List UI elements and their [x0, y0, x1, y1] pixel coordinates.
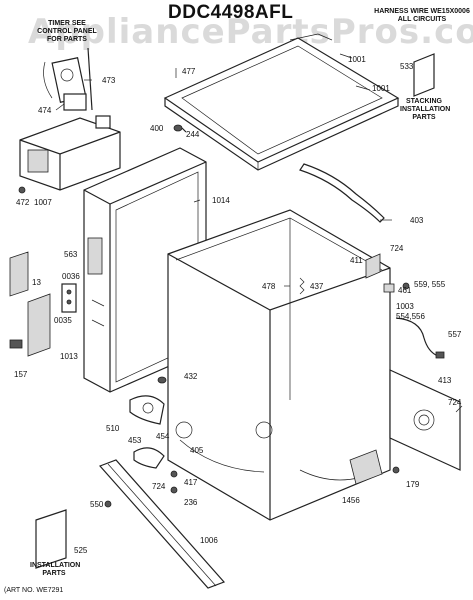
label-563: 563	[64, 250, 78, 259]
label-13: 13	[32, 278, 41, 287]
trim-strip	[299, 163, 385, 223]
installation-note: INSTALLATION PARTS	[30, 562, 81, 577]
watermark: AppliancePartsPros.com	[28, 12, 473, 52]
label-554: 554,556	[396, 312, 425, 321]
bracket-453	[133, 447, 165, 469]
label-525: 525	[74, 546, 88, 555]
label-437: 437	[310, 282, 324, 291]
label-559: 559, 555	[414, 280, 446, 289]
stacking-note: STACKING INSTALLATION PARTS	[400, 98, 451, 121]
label-413: 413	[438, 376, 452, 385]
terminal-block	[383, 282, 410, 293]
label-1007: 1007	[34, 198, 52, 207]
toe-kick	[98, 459, 226, 589]
label-477: 477	[182, 67, 196, 76]
top-cover	[163, 33, 400, 171]
label-236: 236	[184, 498, 198, 507]
label-244: 244	[186, 130, 200, 139]
switch	[61, 283, 77, 313]
screw-417	[170, 470, 178, 494]
timer-note: TIMER SEE CONTROL PANEL FOR PARTS	[37, 20, 97, 43]
cabinet	[167, 209, 391, 521]
control-box	[19, 115, 121, 191]
clip-157	[9, 339, 23, 349]
label-473: 473	[102, 76, 116, 85]
label-472: 472	[16, 198, 30, 207]
screw-472	[18, 186, 26, 194]
spring-437	[299, 277, 305, 295]
label-0036: 0036	[62, 272, 80, 281]
stacking-envelope	[413, 53, 435, 97]
installation-envelope	[35, 509, 67, 569]
panel-1013	[27, 293, 51, 357]
label-411: 411	[350, 256, 363, 265]
label-403: 403	[410, 216, 424, 225]
label-179: 179	[406, 480, 420, 489]
drum-bracket	[129, 376, 167, 425]
back-panel	[389, 369, 461, 471]
label-417: 417	[184, 478, 198, 487]
part-1456	[349, 449, 383, 485]
label-533: 533	[400, 62, 414, 71]
label-400: 400	[150, 124, 164, 133]
label-510: 510	[106, 424, 120, 433]
label-724b: 724	[448, 398, 462, 407]
diagram-title: DDC4498AFL	[168, 2, 294, 23]
label-724c: 724	[152, 482, 166, 491]
decal-13	[9, 251, 29, 297]
leader-lines	[55, 53, 463, 413]
label-432: 432	[184, 372, 198, 381]
screw-179	[392, 466, 400, 474]
bracket-411	[365, 253, 381, 279]
label-1013: 1013	[60, 352, 78, 361]
label-1456: 1456	[342, 496, 360, 505]
label-1006: 1006	[200, 536, 218, 545]
label-1001a: 1001	[348, 55, 366, 64]
label-453: 453	[128, 436, 142, 445]
power-cord	[395, 317, 445, 359]
label-474: 474	[38, 106, 52, 115]
label-724a: 724	[390, 244, 404, 253]
label-157: 157	[14, 370, 28, 379]
label-1001b: 1001	[372, 84, 390, 93]
label-1014: 1014	[212, 196, 230, 205]
timer-assembly	[43, 47, 93, 111]
label-454: 454	[156, 432, 170, 441]
screw-400	[173, 124, 187, 133]
art-number: (ART NO. WE7291	[4, 587, 64, 594]
label-557: 557	[448, 330, 462, 339]
harness-note: HARNESS WIRE WE15X0006 ALL CIRCUITS	[374, 8, 470, 23]
label-0035: 0035	[54, 316, 72, 325]
label-550: 550	[90, 500, 104, 509]
label-478: 478	[262, 282, 276, 291]
label-461: 461	[398, 286, 412, 295]
label-405: 405	[190, 446, 204, 455]
label-1003: 1003	[396, 302, 414, 311]
screw-550	[104, 500, 112, 508]
